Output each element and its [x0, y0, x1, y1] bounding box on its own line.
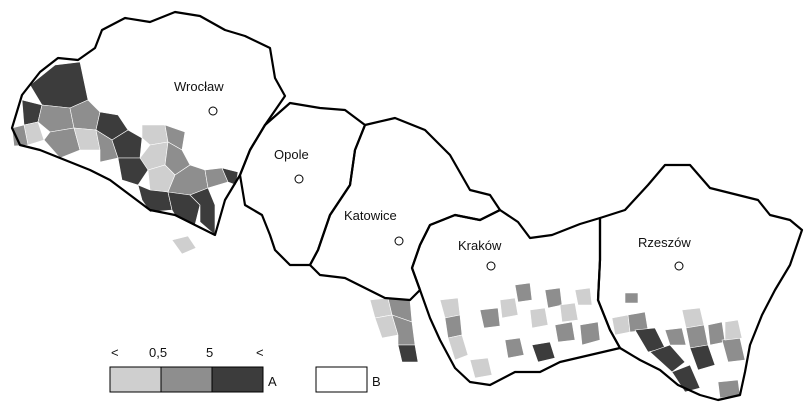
municipality-light	[529, 307, 549, 329]
municipality-dark	[111, 129, 143, 159]
city-label-opole: Opole	[274, 147, 309, 162]
municipality-dark	[649, 344, 686, 373]
municipality-light	[611, 314, 631, 336]
municipality-medium	[444, 314, 463, 339]
municipality-dark	[221, 167, 239, 186]
city-marker-krakow	[486, 261, 496, 271]
province-opole	[240, 103, 365, 265]
legend-threshold-3: 5	[206, 345, 213, 360]
municipality-light	[469, 357, 493, 379]
municipality-medium	[479, 307, 501, 329]
municipality-light	[574, 287, 593, 306]
city-label-krakow: Kraków	[458, 238, 502, 253]
municipalities-west	[11, 61, 239, 255]
province-borders	[10, 10, 804, 402]
municipality-dark	[689, 344, 716, 371]
city-labels: Wrocław Opole Katowice Kraków Rzeszów	[174, 79, 691, 253]
legend-swatch-none	[315, 366, 368, 393]
municipality-medium	[504, 337, 525, 359]
legend-swatch-medium	[160, 366, 213, 393]
municipality-medium	[579, 321, 601, 346]
municipality-medium	[11, 124, 29, 147]
city-markers	[208, 106, 684, 271]
legend-threshold-1: <	[111, 345, 119, 360]
city-marker-opole	[294, 174, 304, 184]
city-marker-katowice	[394, 236, 404, 246]
legend: < 0,5 5 < A B	[109, 345, 381, 393]
municipality-medium	[624, 292, 639, 304]
municipality-medium	[514, 282, 533, 303]
city-label-wroclaw: Wrocław	[174, 79, 224, 94]
municipality-medium	[685, 324, 709, 349]
municipality-medium	[554, 321, 576, 343]
province-katowice	[310, 118, 500, 300]
municipality-medium	[43, 127, 81, 159]
municipality-medium	[544, 287, 563, 309]
legend-label-b: B	[372, 374, 381, 389]
municipality-medium	[95, 129, 119, 163]
municipality-light	[447, 334, 469, 361]
municipality-dark	[531, 341, 556, 363]
city-marker-wroclaw	[208, 106, 218, 116]
border-rzeszow	[596, 163, 804, 402]
municipality-dark	[397, 344, 419, 363]
municipality-light	[499, 297, 519, 319]
municipalities-south	[369, 282, 746, 399]
city-marker-rzeszow	[674, 261, 684, 271]
legend-swatch-dark	[211, 366, 264, 393]
municipality-light	[724, 319, 743, 341]
city-label-rzeszow: Rzeszów	[638, 235, 691, 250]
legend-threshold-2: 0,5	[149, 345, 167, 360]
municipality-medium	[664, 327, 687, 346]
legend-swatch-light	[109, 366, 162, 393]
municipality-light	[171, 235, 197, 255]
municipality-light	[559, 302, 579, 323]
municipality-light	[681, 307, 705, 329]
legend-label-a: A	[268, 374, 277, 389]
municipality-dark	[117, 157, 149, 186]
city-label-katowice: Katowice	[344, 208, 397, 223]
legend-threshold-4: <	[256, 345, 264, 360]
